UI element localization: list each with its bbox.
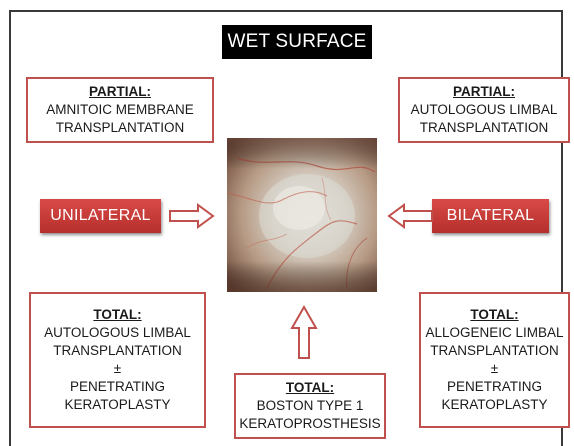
box-line: TRANSPLANTATION [56,119,185,137]
box-line: BOSTON TYPE 1 [257,397,364,415]
box-line: ± [491,360,498,378]
box-line: TRANSPLANTATION [53,342,182,360]
box-line: AUTOLOGOUS LIMBAL [411,101,558,119]
box-heading: PARTIAL: [89,83,151,101]
partial-bilateral-box: PARTIAL: AUTOLOGOUS LIMBAL TRANSPLANTATI… [398,77,570,143]
box-line: KERATOPROSTHESIS [239,415,380,433]
box-line: TRANSPLANTATION [420,119,549,137]
total-bilateral-prosthesis-box: TOTAL: BOSTON TYPE 1 KERATOPROSTHESIS [234,373,386,439]
arrow-right-icon [168,202,216,230]
box-heading: PARTIAL: [453,83,515,101]
unilateral-label: UNILATERAL [40,199,161,233]
diagram-title: WET SURFACE [222,25,372,59]
box-line: ALLOGENEIC LIMBAL [425,324,563,342]
box-line: KERATOPLASTY [64,396,170,414]
partial-unilateral-box: PARTIAL: AMNITOIC MEMBRANE TRANSPLANTATI… [26,77,214,143]
box-heading: TOTAL: [286,379,334,397]
box-line: TRANSPLANTATION [430,342,559,360]
box-line: PENETRATING [70,378,165,396]
box-line: KERATOPLASTY [441,396,547,414]
box-line: PENETRATING [447,378,542,396]
box-heading: TOTAL: [93,306,141,324]
total-unilateral-box: TOTAL: AUTOLOGOUS LIMBAL TRANSPLANTATION… [29,292,206,428]
box-line: AMNITOIC MEMBRANE [46,101,194,119]
box-line: AUTOLOGOUS LIMBAL [44,324,191,342]
ocular-surface-photo [227,138,377,292]
bilateral-label: BILATERAL [432,199,549,233]
box-heading: TOTAL: [470,306,518,324]
box-line: ± [114,360,121,378]
arrow-up-icon [289,304,319,360]
arrow-left-icon [386,202,434,230]
total-bilateral-box: TOTAL: ALLOGENEIC LIMBAL TRANSPLANTATION… [419,292,570,428]
